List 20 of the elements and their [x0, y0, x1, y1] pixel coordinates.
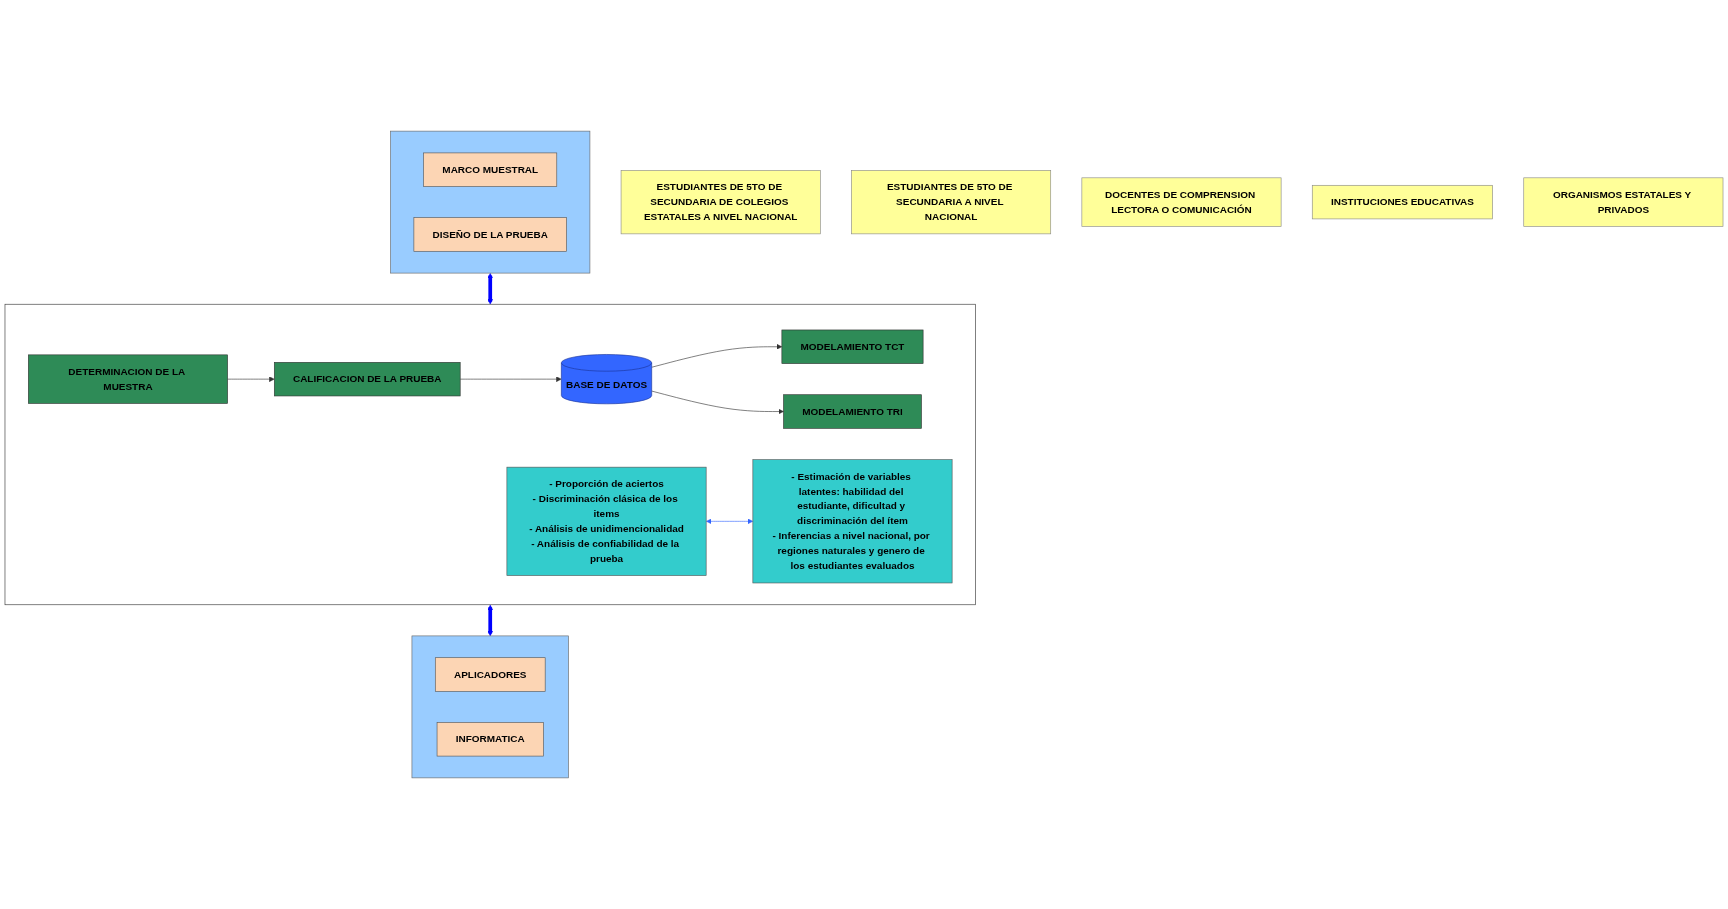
node-box: - Proporción de aciertos - Discriminación clásica de los items - Análisis de unidimencionalidad - Análisis de confiabilidad de la prueba: [506, 466, 707, 576]
cluster: [4, 303, 976, 606]
node-box: APLICADORES: [435, 657, 546, 692]
node-box: ESTUDIANTES DE 5TO DE SECUNDARIA A NIVEL NACIONAL: [851, 170, 1052, 235]
node-box: ORGANISMOS ESTATALES Y PRIVADOS: [1523, 177, 1724, 227]
node-box: INFORMATICA: [436, 722, 544, 757]
node-box: MARCO MUESTRAL: [423, 152, 558, 187]
node-box: - Estimación de variables latentes: habilidad del estudiante, dificultad y discriminación del ítem - Inferencias a nivel nacional, por regiones naturales y genero de los estudiantes evaluados: [752, 459, 953, 584]
cluster: [390, 130, 591, 274]
node-box: MODELAMIENTO TCT: [781, 329, 924, 364]
node-box: DETERMINACION DE LA MUESTRA: [28, 354, 228, 404]
node-box: DOCENTES DE COMPRENSION LECTORA O COMUNICACIÓN: [1081, 177, 1282, 227]
node-box: CALIFICACION DE LA PRUEBA: [274, 362, 461, 397]
node-box: DISEÑO DE LA PRUEBA: [413, 217, 567, 252]
arrow: [487, 273, 493, 305]
node-box: INSTITUCIONES EDUCATIVAS: [1311, 185, 1493, 220]
node-box: ESTUDIANTES DE 5TO DE SECUNDARIA DE COLEGIOS ESTATALES A NIVEL NACIONAL: [620, 170, 821, 235]
cluster: [411, 635, 569, 779]
arrow: [487, 604, 493, 637]
node-box: MODELAMIENTO TRI: [783, 394, 922, 429]
